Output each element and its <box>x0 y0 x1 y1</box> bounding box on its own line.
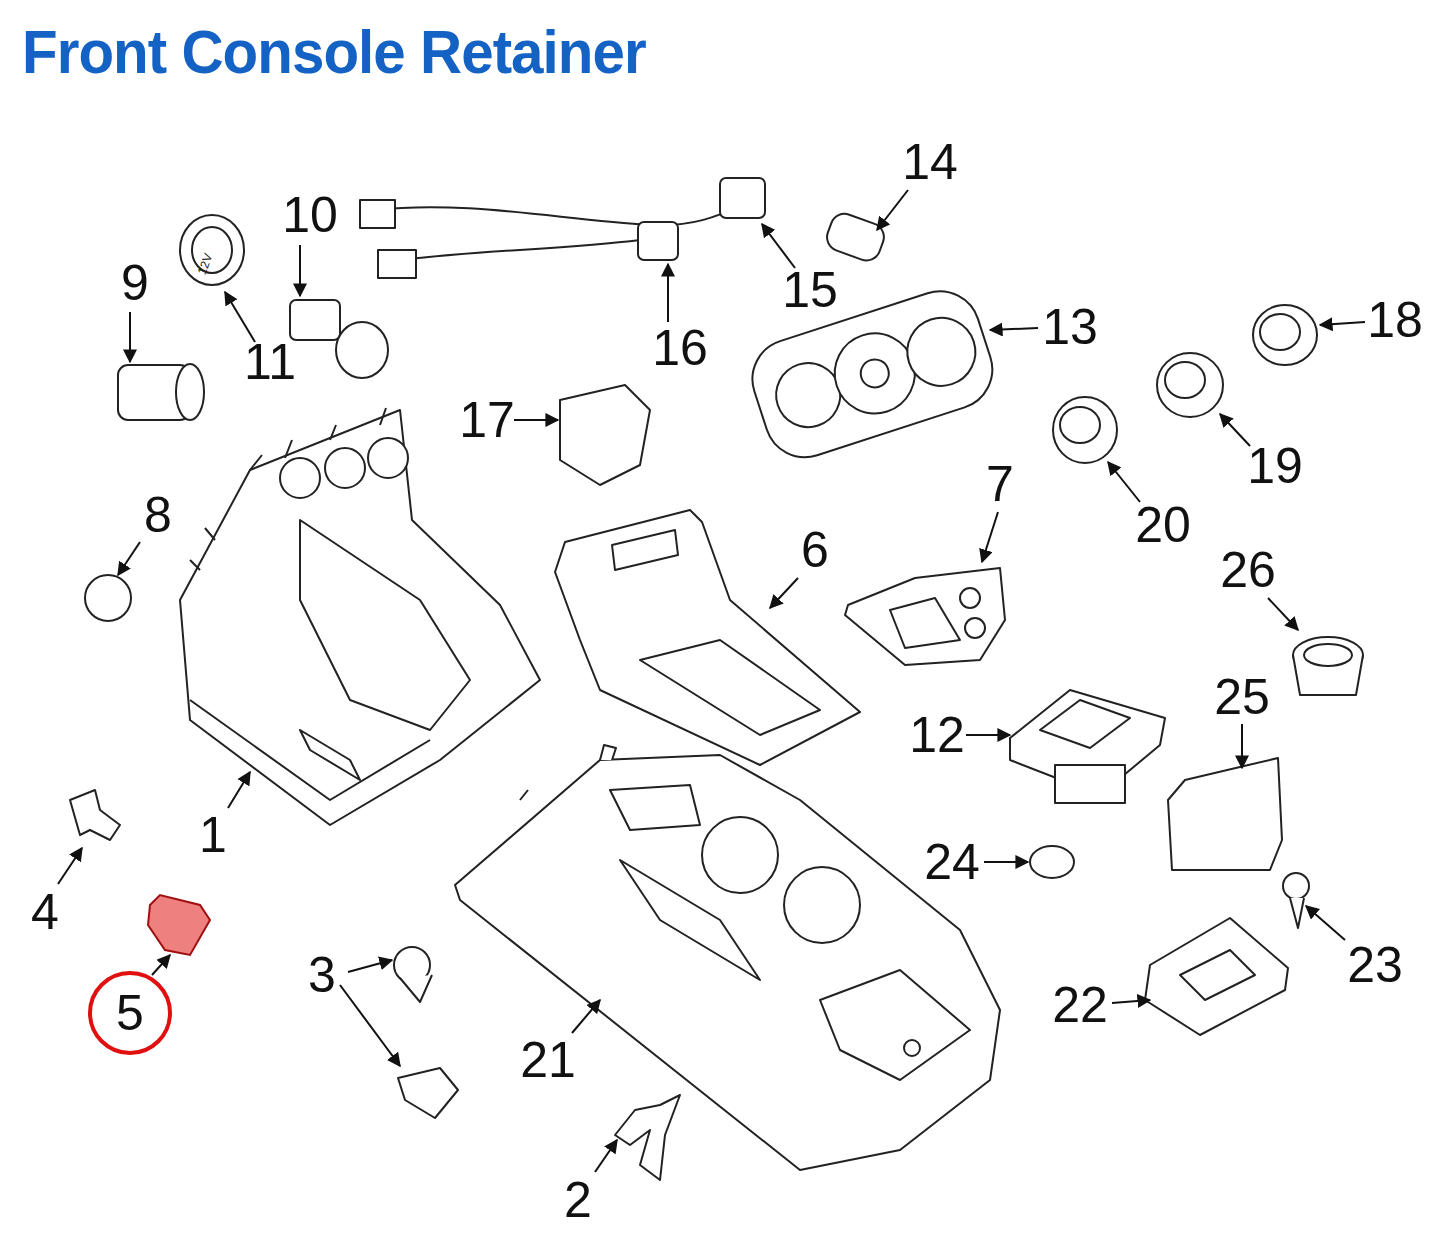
callout-number: 3 <box>308 950 336 1000</box>
callout-number: 7 <box>986 459 1014 509</box>
callout-number: 12 <box>909 710 965 760</box>
callout-number: 24 <box>924 837 980 887</box>
callout-number: 13 <box>1042 302 1098 352</box>
callout-circle: 5 <box>88 971 172 1055</box>
callout-number: 2 <box>564 1175 592 1225</box>
callout-number: 16 <box>652 323 708 373</box>
callout-number: 5 <box>116 988 144 1038</box>
callout-number: 26 <box>1220 545 1276 595</box>
callout-number: 17 <box>459 395 515 445</box>
callout-number: 1 <box>199 810 227 860</box>
callout-number: 4 <box>31 887 59 937</box>
callout-number: 14 <box>902 137 958 187</box>
callout-number: 20 <box>1135 500 1191 550</box>
callout-number: 18 <box>1367 295 1423 345</box>
diagram-title: Front Console Retainer <box>22 18 646 86</box>
callout-number: 9 <box>121 258 149 308</box>
callout-number: 25 <box>1214 672 1270 722</box>
callout-number: 19 <box>1247 441 1303 491</box>
callout-number: 22 <box>1052 980 1108 1030</box>
callout-number: 23 <box>1347 940 1403 990</box>
callout-number: 10 <box>282 190 338 240</box>
callout-number: 15 <box>782 265 838 315</box>
callout-number: 21 <box>520 1035 576 1085</box>
callout-number: 11 <box>244 337 296 387</box>
callout-number: 6 <box>801 525 829 575</box>
callout-number: 8 <box>144 490 172 540</box>
